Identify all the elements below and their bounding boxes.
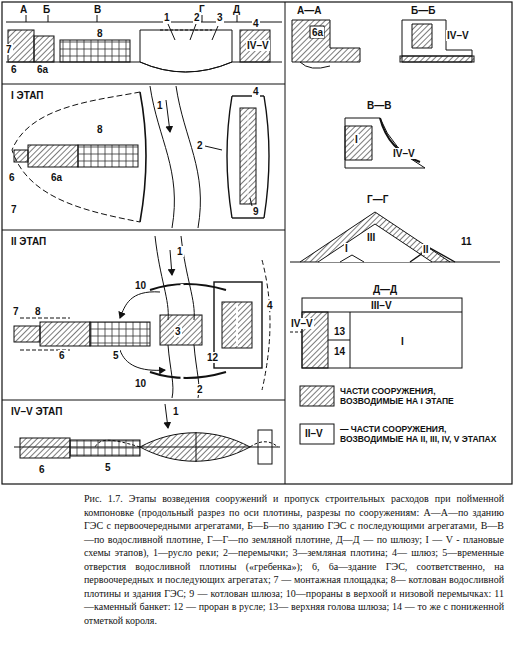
callout-number: II–V [304, 428, 324, 439]
callout-number: 13 [333, 326, 346, 337]
callout-number: 6а [311, 27, 324, 38]
callout-number: 5 [104, 462, 112, 473]
callout-number: А [19, 4, 28, 15]
legend-text: — ЧАСТИ СООРУЖЕНИЯ, ВОЗВОДИМЫЕ НА II, II… [340, 424, 500, 444]
callout-number: IV–V [392, 148, 416, 159]
callout-number: II [422, 244, 430, 255]
callout-number: 8 [96, 28, 104, 39]
callout-number: I [344, 243, 349, 254]
callout-number: 6 [10, 64, 18, 75]
callout-number: 1 [172, 406, 180, 417]
callout-number: 6 [58, 350, 66, 361]
callout-number: I [400, 336, 405, 347]
callout-number: 6а [50, 172, 63, 183]
callout-number: IV–V [290, 318, 314, 329]
callout-number: 1 [176, 246, 184, 257]
stage-label: II ЭТАП [10, 236, 47, 247]
callout-number: В [93, 4, 102, 15]
callout-number: 11 [460, 236, 473, 247]
callout-number: 7 [5, 44, 13, 55]
callout-number: 10 [134, 280, 147, 291]
figure-caption: Рис. 1.7. Этапы возведения сооружений и … [84, 492, 504, 627]
callout-number: 6 [8, 172, 16, 183]
callout-number: I [354, 134, 359, 145]
callout-number: 5 [112, 350, 120, 361]
callout-number: 7 [10, 204, 18, 215]
callout-number: 7 [12, 306, 20, 317]
callout-number: 4 [252, 86, 260, 97]
callout-number: 8 [34, 306, 42, 317]
callout-number: III–V [370, 300, 393, 311]
callout-number: 6а [36, 64, 49, 75]
callout-number: 2 [193, 12, 201, 23]
callout-number: А—А [296, 5, 322, 16]
callout-number: 2 [196, 140, 204, 151]
callout-number: 4 [266, 300, 274, 311]
callout-number: 3 [216, 12, 224, 23]
stage-label: I ЭТАП [10, 90, 44, 101]
callout-number: Б [42, 4, 51, 15]
callout-number: 2 [196, 384, 204, 395]
callout-number: 8 [96, 124, 104, 135]
callout-number: 9 [252, 206, 260, 217]
callout-number: 1 [163, 12, 171, 23]
stage-label: IV–V ЭТАП [10, 406, 63, 417]
legend-text: ЧАСТИ СООРУЖЕНИЯ, ВОЗВОДИМЫЕ НА I ЭТАПЕ [340, 386, 500, 406]
callout-number: В—В [366, 100, 392, 111]
callout-number: III [366, 232, 376, 243]
callout-number: IV–V [446, 30, 470, 41]
callout-number: 4 [252, 18, 260, 29]
callout-number: 3 [174, 326, 182, 337]
callout-number: 14 [333, 346, 346, 357]
callout-number: 12 [206, 352, 219, 363]
callout-number: 10 [134, 378, 147, 389]
callout-number: Г—Г [366, 194, 389, 205]
callout-number: 6 [38, 464, 46, 475]
callout-number: Д—Д [372, 284, 398, 295]
callout-number: Д [232, 4, 241, 15]
callout-number: 1 [156, 100, 164, 111]
callout-number: IV–V [246, 40, 270, 51]
callout-number: Б—Б [410, 5, 436, 16]
